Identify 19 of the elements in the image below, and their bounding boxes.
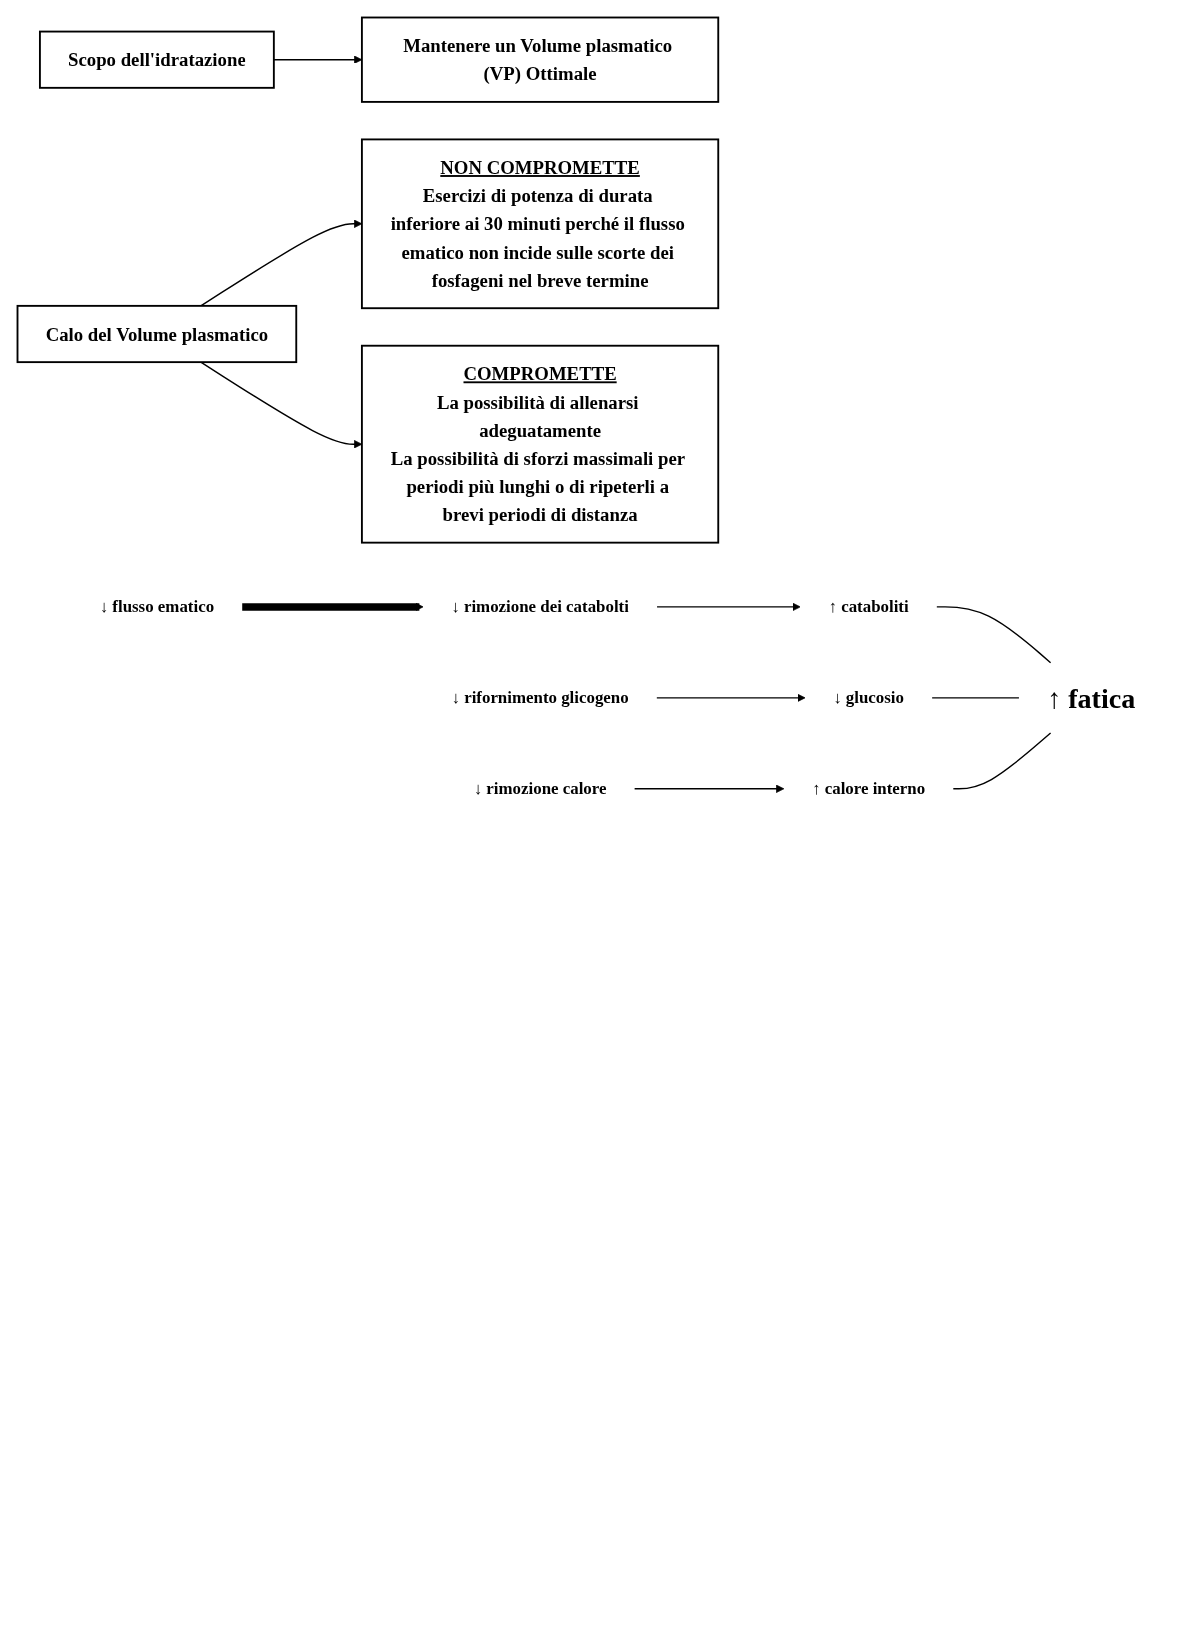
connector (952, 732, 1052, 790)
node-text: ↓ rimozione calore (473, 778, 607, 798)
arrow (656, 602, 801, 611)
node-text: ↓ glucosio (833, 688, 905, 707)
node-text: ↓ rifornimento glicogeno (451, 688, 629, 707)
node-text: ↑ cataboliti (828, 597, 909, 616)
node-box: Calo del Volume plasmatico (16, 304, 298, 364)
node-text: ↑ calore interno (812, 778, 926, 798)
connector (936, 606, 1052, 664)
node-text: ↑ fatica (1047, 682, 1136, 714)
node-box: NON COMPROMETTE Esercizi di potenza di durata inferiore ai 30 minuti perché il flusso ematico non incide sulle scorte dei fosfageni nel breve termine (360, 138, 720, 310)
arrow (656, 693, 806, 702)
node-box: Scopo dell'idratazione (39, 30, 275, 89)
node-box: Mantenere un Volume plasmatico (VP) Ottimale (360, 16, 720, 103)
node-box: COMPROMETTE La possibilità di allenarsi adeguatamente La possibilità di sforzi massimali per periodi più lunghi o di ripeterli a brevi periodi di distanza (360, 344, 720, 544)
arrow (633, 784, 785, 793)
connector (931, 697, 1020, 699)
node-text: ↓ rimozione dei catabolti (451, 597, 629, 616)
node-text: ↓ flusso ematico (99, 597, 215, 616)
